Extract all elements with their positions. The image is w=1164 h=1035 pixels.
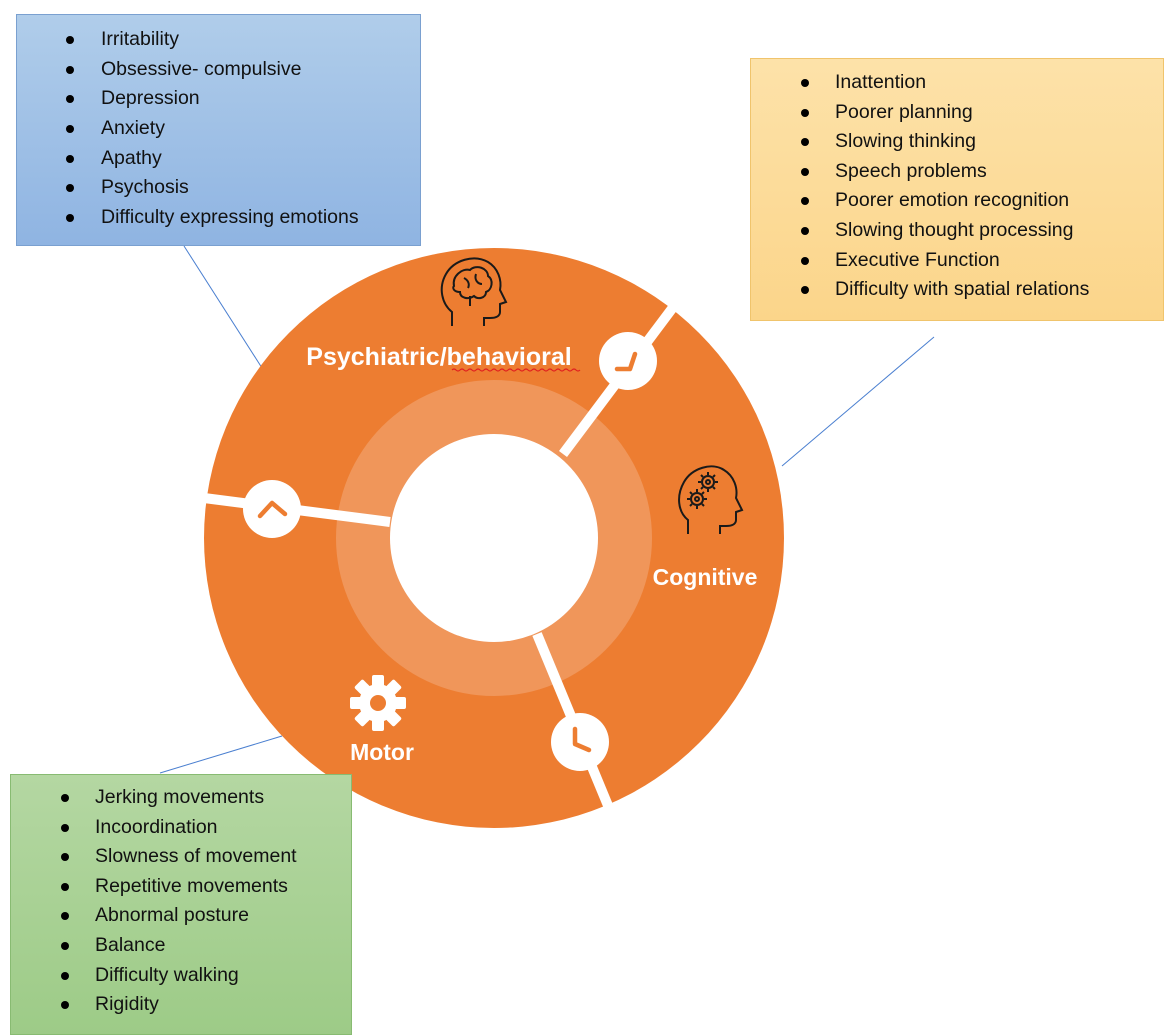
bullet-icon [66,154,74,163]
bullet-icon [61,882,69,891]
motor-label: Motor [350,739,414,765]
list-item: Irritability [17,25,420,55]
list-item: Difficulty expressing emotions [17,203,420,233]
list-item: Apathy [17,144,420,174]
bullet-icon [801,197,809,206]
bullet-icon [61,912,69,921]
bullet-icon [61,1001,69,1010]
list-item: Slowness of movement [11,842,351,872]
list-item: Slowing thought processing [751,216,1163,246]
bullet-icon [66,65,74,74]
list-item: Depression [17,84,420,114]
list-item-text: Depression [101,87,200,110]
bullet-icon [66,95,74,104]
list-item-text: Incoordination [95,815,218,838]
brain-head-icon [440,257,508,326]
cognitive-label: Cognitive [653,564,758,590]
bullet-icon [66,214,74,223]
list-item-text: Balance [95,933,166,956]
list-item-text: Difficulty walking [95,963,239,986]
list-item: Repetitive movements [11,872,351,902]
bullet-icon [61,941,69,950]
chevron-icon [257,500,288,519]
bullet-icon [801,167,809,176]
list-item-text: Jerking movements [95,786,265,808]
bullet-icon [801,79,809,87]
list-item: Executive Function [751,246,1163,276]
list-item: Anxiety [17,114,420,144]
list-item-text: Irritability [101,28,180,50]
cognitive-symptom-list: Inattention Poorer planning Slowing thin… [751,59,1163,305]
list-item-text: Difficulty expressing emotions [101,206,359,229]
chevron-circle-top-right [599,332,657,390]
list-item-text: Slowing thinking [835,130,976,153]
bullet-icon [801,286,809,295]
bullet-icon [61,853,69,862]
list-item: Speech problems [751,157,1163,187]
list-item-text: Speech problems [835,159,987,182]
list-item-text: Poorer emotion recognition [835,189,1070,212]
bullet-icon [66,125,74,134]
list-item: Incoordination [11,813,351,843]
psychiatric-symptom-list: Irritability Obsessive- compulsive Depre… [17,15,420,233]
gear-icon [350,675,406,731]
motor-symptoms-box: Jerking movements Incoordination Slownes… [10,774,352,1035]
list-item: Balance [11,931,351,961]
list-item-text: Poorer planning [835,100,973,123]
chevron-circle-bottom [551,713,609,771]
cognitive-connector-line [781,336,935,467]
list-item: Abnormal posture [11,901,351,931]
psychiatric-label: Psychiatric/behavioral [306,343,571,371]
list-item-text: Difficulty with spatial relations [835,278,1090,301]
list-item-text: Inattention [835,71,927,93]
list-item-text: Slowness of movement [95,845,297,868]
list-item: Jerking movements [11,783,351,813]
motor-symptom-list: Jerking movements Incoordination Slownes… [11,775,351,1020]
chevron-icon [614,351,638,372]
bullet-icon [801,138,809,147]
list-item: Psychosis [17,173,420,203]
spellcheck-underline [451,368,581,372]
list-item-text: Obsessive- compulsive [101,57,302,80]
list-item: Rigidity [11,990,351,1020]
bullet-icon [61,794,69,802]
psychiatric-symptoms-box: Irritability Obsessive- compulsive Depre… [16,14,421,246]
bullet-icon [801,226,809,235]
chevron-circle-left [243,480,301,538]
list-item-text: Apathy [101,146,162,169]
list-item: Slowing thinking [751,127,1163,157]
bullet-icon [61,823,69,832]
cognitive-symptoms-box: Inattention Poorer planning Slowing thin… [750,58,1164,321]
gears-head-icon [678,465,744,534]
chevron-icon [572,726,592,753]
list-item-text: Slowing thought processing [835,218,1074,241]
list-item: Inattention [751,68,1163,98]
bullet-icon [801,256,809,265]
list-item: Obsessive- compulsive [17,55,420,85]
list-item-text: Psychosis [101,176,189,199]
list-item: Poorer emotion recognition [751,186,1163,216]
list-item: Poorer planning [751,98,1163,128]
bullet-icon [801,108,809,117]
list-item-text: Repetitive movements [95,874,288,897]
motor-connector-line [159,735,283,774]
psychiatric-connector-line [183,245,263,369]
list-item-text: Rigidity [95,993,159,1016]
list-item-text: Executive Function [835,248,1000,271]
center-hole [390,434,598,642]
list-item: Difficulty with spatial relations [751,275,1163,305]
list-item-text: Anxiety [101,117,165,140]
bullet-icon [66,184,74,193]
bullet-icon [66,36,74,44]
bullet-icon [61,971,69,980]
list-item: Difficulty walking [11,961,351,991]
list-item-text: Abnormal posture [95,904,249,927]
